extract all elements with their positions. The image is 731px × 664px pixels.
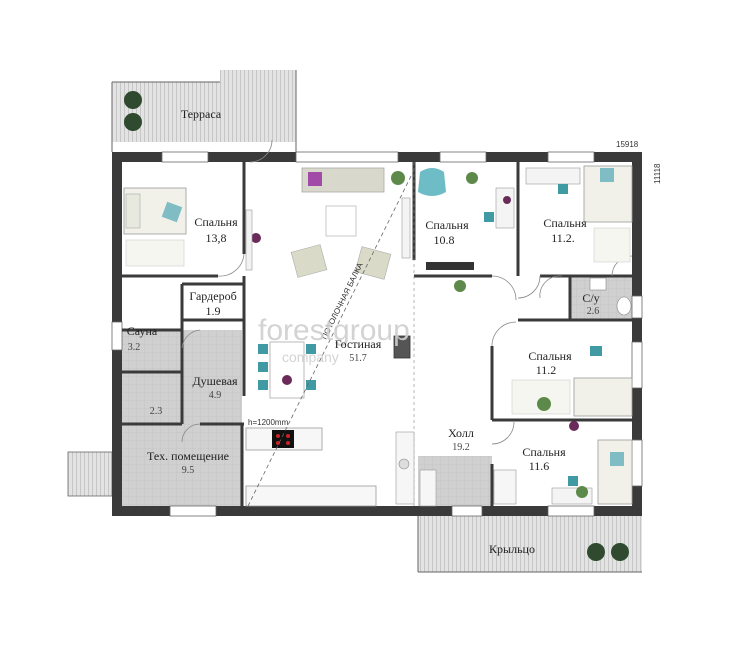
porch: Крыльцо [417,516,642,573]
plant-icon [537,397,551,411]
sauna-label: Сауна [127,324,158,338]
living-label: Гостиная [335,337,382,351]
bedroom1-area: 13,8 [206,231,227,245]
blanket-icon [610,452,624,466]
hall-label: Холл [448,426,474,440]
shrub-icon [611,543,629,561]
blanket-icon [161,201,183,223]
blanket-icon [600,168,614,182]
hall-area: 19.2 [452,442,470,453]
tv-icon [426,262,474,270]
bedroom4-label: Спальня [528,349,572,363]
watermark-sub: company [282,349,339,365]
shrub-icon [124,91,142,109]
bench-icon [419,469,437,507]
bedroom5-furniture [551,439,633,505]
coffee-table-icon [325,205,357,237]
dining-table-icon [269,341,305,399]
kitchen-base-icon [245,485,377,507]
bedroom2-area: 10.8 [434,233,455,247]
bedroom4-furniture [511,346,633,431]
tv-stand-icon [401,197,411,259]
wardrobe-label: Гардероб [189,289,236,303]
watermark: forestgroup company [258,314,410,365]
rug-icon [125,239,185,267]
shrub-icon [124,113,142,131]
armchair-icon [418,168,446,196]
armchair-icon [290,244,328,278]
desk-icon [495,187,515,229]
windows [111,151,643,517]
terrace: Терраса [111,70,297,152]
chair-icon [258,380,268,390]
width-dimension: 15918 [616,140,639,149]
washroom-area: 2.3 [150,406,163,417]
hall-fixtures [395,431,517,507]
terrace-label: Терраса [181,107,222,121]
bedroom2-label: Спальня [425,218,469,232]
rug-icon [593,227,631,263]
plant-icon [576,486,588,498]
pillow-icon [125,193,141,229]
plant-icon [466,172,478,184]
porch-label: Крыльцо [489,542,535,556]
washroom-floor [122,372,182,424]
wc-fixtures [589,277,632,316]
watermark-brand: forestgroup [258,314,410,347]
bedroom3-furniture [525,165,633,263]
fireplace-icon [393,335,411,359]
shelf-icon [245,209,253,271]
shrub-icon [587,543,605,561]
sauna-area: 3.2 [128,342,141,353]
wardrobe-area: 1.9 [206,304,221,318]
chair-icon [568,476,578,486]
plant-icon [251,233,261,243]
shower-label: Душевая [192,374,238,388]
bedroom3-area: 11.2. [551,231,575,245]
bed-icon [597,439,633,505]
shoe-rack-icon [493,469,517,505]
cushion-icon [308,172,322,186]
wc-label: С/у [582,291,599,305]
plant-icon [282,375,292,385]
chair-icon [258,344,268,354]
plant-icon [569,421,579,431]
shower-floor [182,330,242,424]
door-swings [181,139,633,445]
bedroom1-furniture [123,187,261,271]
chair-icon [258,362,268,372]
tech-floor [122,424,242,508]
plant-icon [454,280,466,292]
chair-icon [590,346,602,356]
chair-icon [558,184,568,194]
side-steps [67,451,113,497]
plant-icon [391,171,405,185]
sink-icon [589,277,607,291]
cooktop-icon [272,430,294,448]
counter-height-note: h=1200mm [248,418,289,427]
bedroom3-label: Спальня [543,216,587,230]
sauna-floor [122,330,182,372]
bedroom2-furniture [418,168,515,292]
plant-icon [503,196,511,204]
chair-icon [484,212,494,222]
bedroom5-area: 11.6 [529,459,550,473]
desk-icon [525,167,581,185]
chair-icon [306,344,316,354]
bedroom5-label: Спальня [522,445,566,459]
height-dimension: 11118 [653,163,662,184]
bedroom1-label: Спальня [194,215,238,229]
tech-label: Тех. помещение [147,449,229,463]
kitchen-sink-icon [398,458,410,470]
bed-icon [573,377,633,417]
chair-icon [306,380,316,390]
room-labels: Спальня 13,8 Гардероб 1.9 Сауна 3.2 2.3 … [127,215,600,476]
bedroom4-area: 11.2 [536,363,557,377]
living-area: 51.7 [349,353,367,364]
wc-area: 2.6 [587,306,600,317]
shower-area: 4.9 [209,390,222,401]
tech-area: 9.5 [182,465,195,476]
toilet-icon [616,296,632,316]
